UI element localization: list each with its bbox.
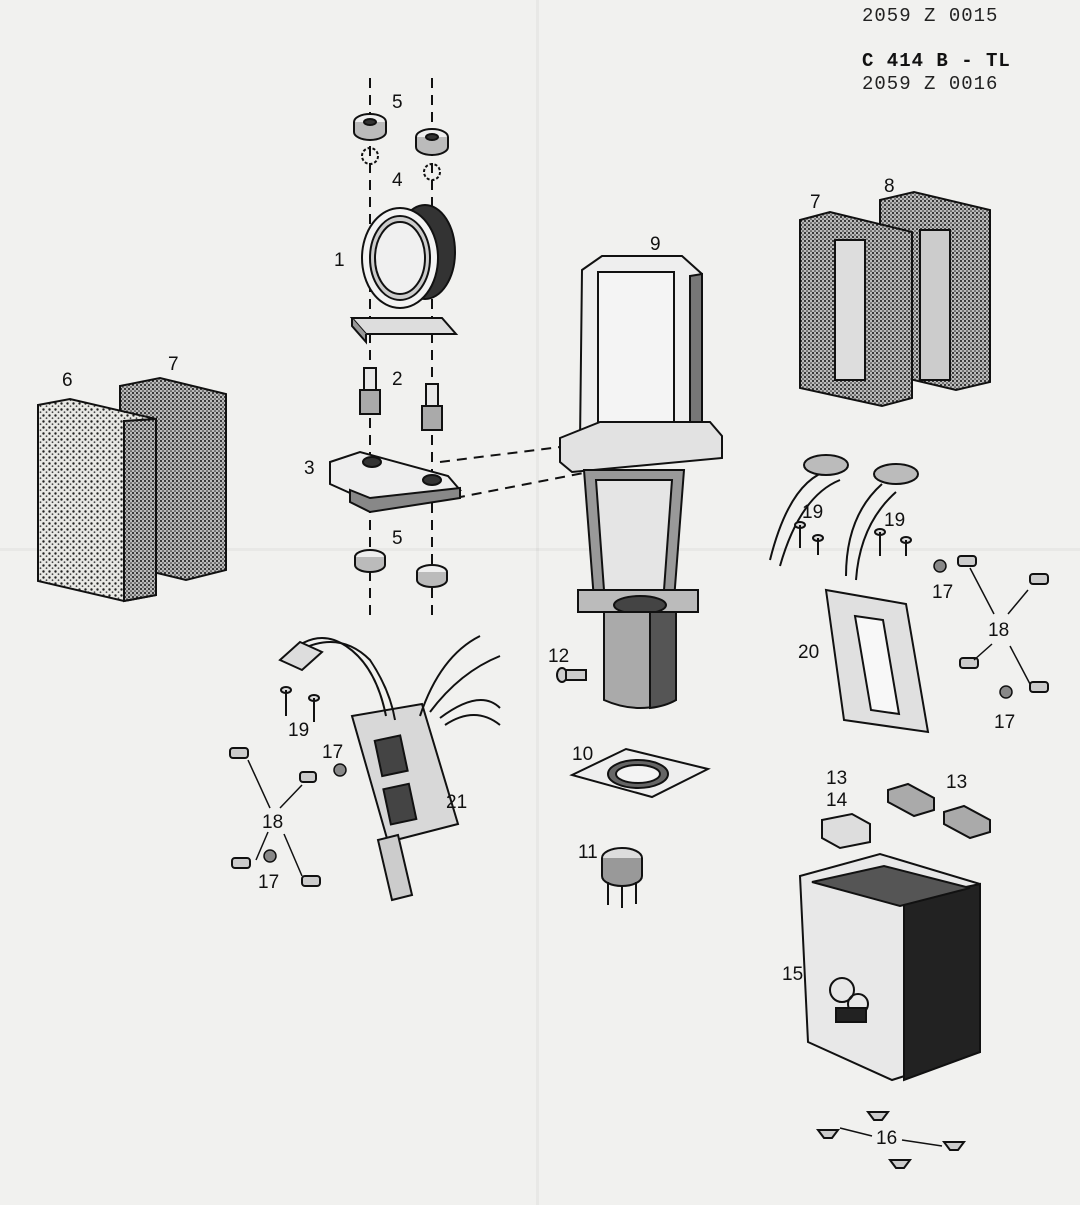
- hex-nut: [354, 549, 448, 588]
- pin-screw: [794, 521, 912, 556]
- standoff-pins: [359, 367, 443, 431]
- coil-bracket: [329, 450, 462, 514]
- pin-screw: [280, 686, 320, 722]
- washer: [263, 763, 347, 863]
- label-part-3: 3: [304, 458, 315, 479]
- leader-lines: [969, 567, 1031, 685]
- label-part-20: 20: [798, 642, 819, 663]
- screw: [229, 747, 321, 887]
- label-part-17: 17: [932, 582, 953, 603]
- leader-lines: [247, 759, 303, 877]
- label-part-1: 1: [334, 250, 345, 271]
- ring-coil: [349, 204, 459, 345]
- label-part-17: 17: [322, 742, 343, 763]
- label-part-19: 19: [802, 502, 823, 523]
- label-part-19: 19: [288, 720, 309, 741]
- label-part-13: 13: [826, 768, 847, 789]
- label-part-7: 7: [168, 354, 179, 375]
- connector-plug: [601, 847, 643, 908]
- label-part-7: 7: [810, 192, 821, 213]
- screw: [957, 555, 1049, 693]
- part-code-bottom: 2059 Z 0016: [862, 73, 999, 95]
- model-title: C 414 B - TL: [862, 50, 1011, 72]
- label-part-15: 15: [782, 964, 803, 985]
- foam-block-left: [37, 397, 157, 603]
- circuit-board-plate: [769, 454, 930, 734]
- assembly-line-upper: [439, 441, 601, 463]
- label-part-17: 17: [994, 712, 1015, 733]
- label-part-17: 17: [258, 872, 279, 893]
- label-part-21: 21: [446, 792, 467, 813]
- set-screw: [556, 667, 587, 683]
- switch: [821, 812, 871, 850]
- clip: [887, 782, 991, 840]
- label-part-2: 2: [392, 369, 403, 390]
- label-part-9: 9: [650, 234, 661, 255]
- label-part-5: 5: [392, 92, 403, 113]
- label-part-18: 18: [988, 620, 1009, 641]
- label-part-18: 18: [262, 812, 283, 833]
- label-part-12: 12: [548, 646, 569, 667]
- foam-block-mid: [799, 210, 913, 408]
- part-code-top: 2059 Z 0015: [862, 5, 999, 27]
- countersunk-screw: [816, 1111, 966, 1169]
- label-part-14: 14: [826, 790, 848, 811]
- lock-washer: [361, 147, 441, 181]
- hex-nut: [353, 113, 449, 156]
- label-part-4: 4: [392, 170, 403, 191]
- label-part-13: 13: [946, 772, 967, 793]
- label-part-6: 6: [62, 370, 73, 391]
- label-part-16: 16: [876, 1128, 897, 1149]
- label-part-19: 19: [884, 510, 905, 531]
- label-part-5: 5: [392, 528, 403, 549]
- label-part-11: 11: [578, 842, 598, 863]
- washer: [933, 559, 1013, 699]
- leader-lines: [839, 1127, 943, 1147]
- cover-case: [798, 852, 981, 1082]
- circuit-board-wired: [278, 635, 501, 902]
- housing-frame: [559, 255, 723, 710]
- label-part-10: 10: [572, 744, 593, 765]
- label-part-8: 8: [884, 176, 895, 197]
- gasket: [569, 747, 711, 799]
